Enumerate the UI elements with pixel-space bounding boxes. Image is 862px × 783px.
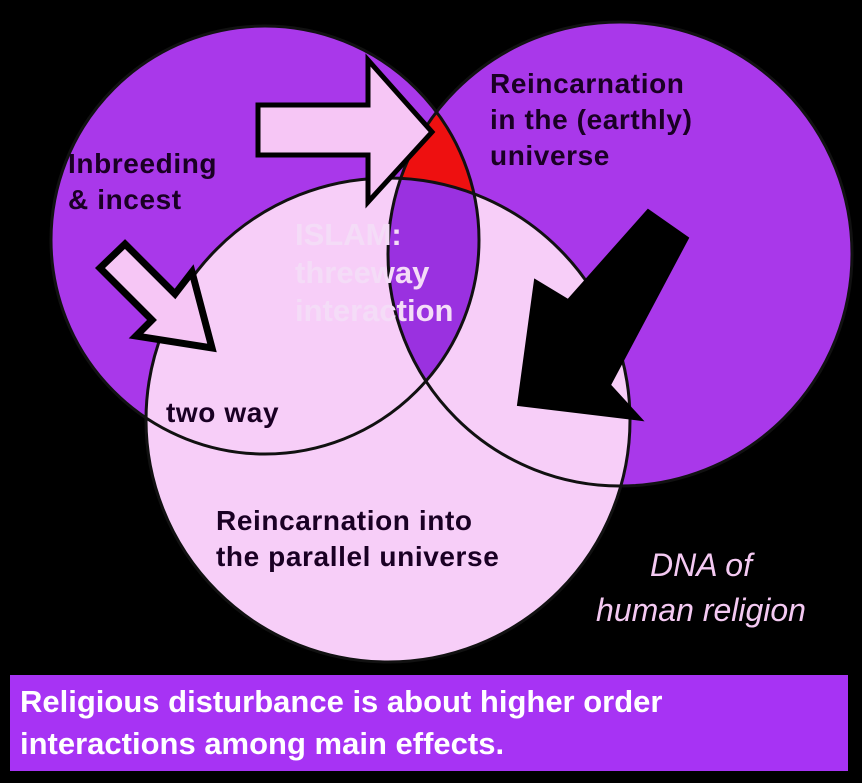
label-two-way: two way bbox=[166, 397, 280, 428]
label-islam: ISLAM: threeway interaction bbox=[295, 217, 454, 328]
label-inbreeding: Inbreeding & incest bbox=[68, 148, 218, 215]
diagonal-arrow-icon bbox=[94, 239, 217, 353]
outline-inbreeding bbox=[49, 24, 481, 456]
summary-banner: Religious disturbance is about higher or… bbox=[10, 675, 848, 771]
black-arrow-icon bbox=[516, 208, 690, 422]
banner-line-2: interactions among main effects. bbox=[20, 726, 505, 761]
right-arrow-icon bbox=[255, 53, 436, 209]
banner-line-1: Religious disturbance is about higher or… bbox=[20, 684, 663, 719]
caption-dna: DNA of human religion bbox=[596, 547, 806, 628]
label-reincarnation-earthly: Reincarnation in the (earthly) universe bbox=[490, 68, 693, 171]
circle-reincarnation-parallel bbox=[146, 178, 630, 662]
label-reincarnation-parallel: Reincarnation into the parallel universe bbox=[216, 505, 500, 572]
